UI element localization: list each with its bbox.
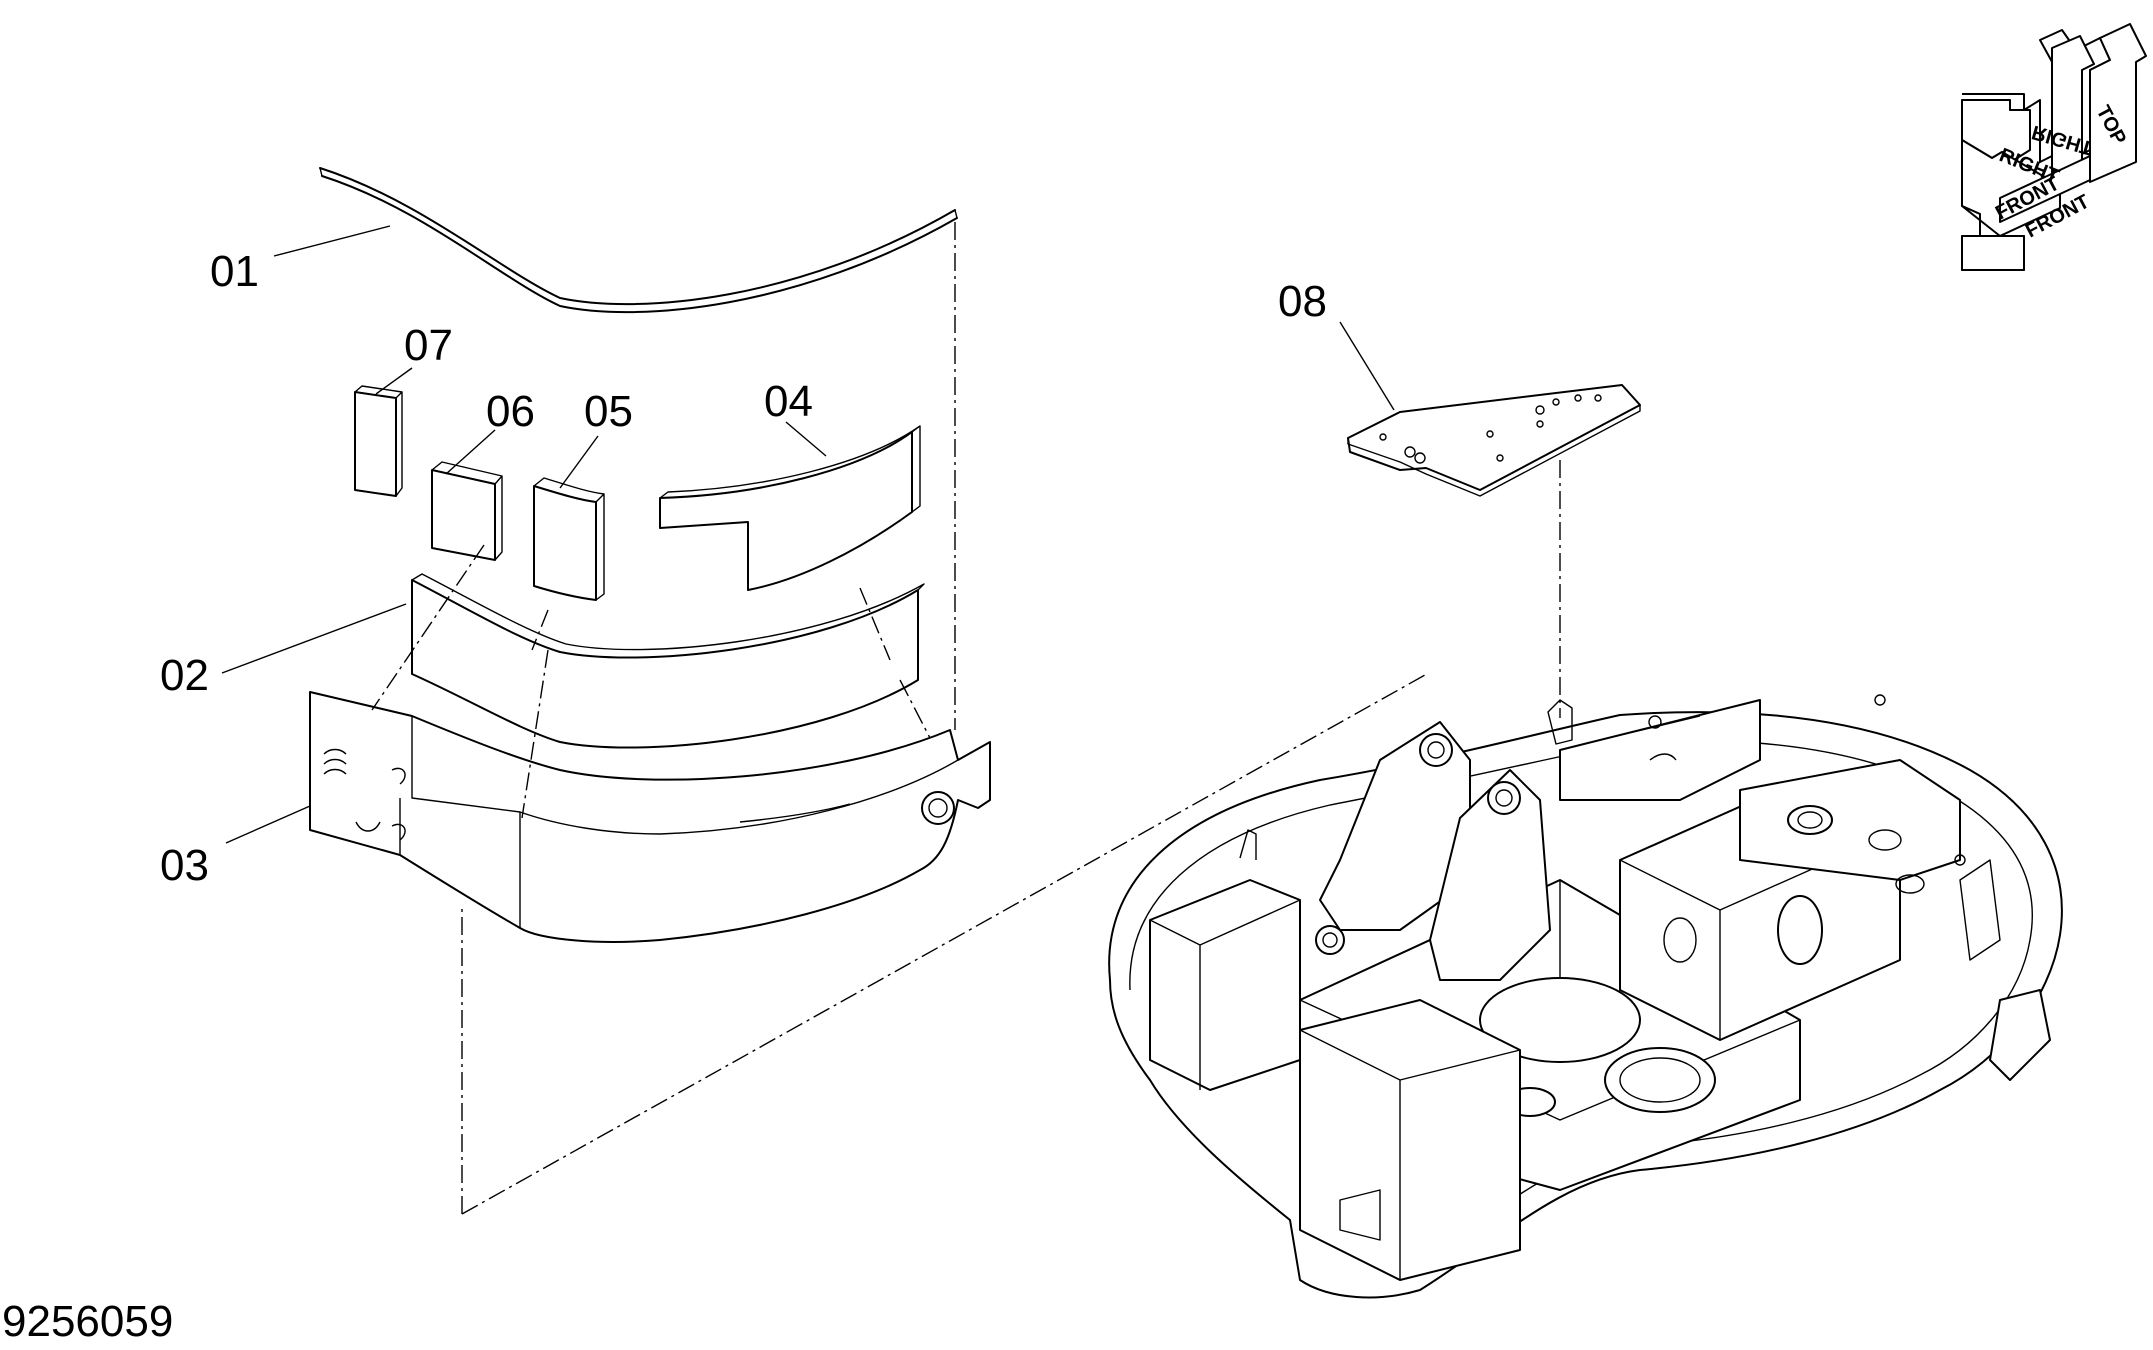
callout-06: 06	[486, 387, 535, 436]
callout-labels: 01 02 03 04 05 06 07 08	[160, 247, 1327, 890]
callout-05: 05	[584, 387, 633, 436]
callout-04: 04	[764, 377, 813, 426]
callout-08: 08	[1278, 277, 1327, 326]
callout-01: 01	[210, 247, 259, 296]
part-08-plate	[1347, 384, 1641, 718]
part-03-counterweight	[309, 691, 991, 943]
part-01-seal-strip	[319, 167, 958, 314]
part-06-pad	[431, 461, 503, 561]
callout-02: 02	[160, 651, 209, 700]
part-05-curved-pad	[533, 477, 605, 601]
part-07-pad	[354, 385, 403, 497]
callout-07: 07	[404, 321, 453, 370]
part-02-liner	[411, 573, 925, 749]
explosion-lines-counterweight	[371, 222, 1426, 1215]
part-04-shaped-pad	[659, 425, 921, 591]
upper-frame	[1108, 694, 2063, 1299]
callout-leaders	[221, 225, 1395, 844]
callout-03: 03	[160, 841, 209, 890]
drawing-number: 9256059	[2, 1297, 173, 1345]
orientation-cube: TOP RIGHT RIGHT FRONT FRONT	[1961, 23, 2147, 271]
